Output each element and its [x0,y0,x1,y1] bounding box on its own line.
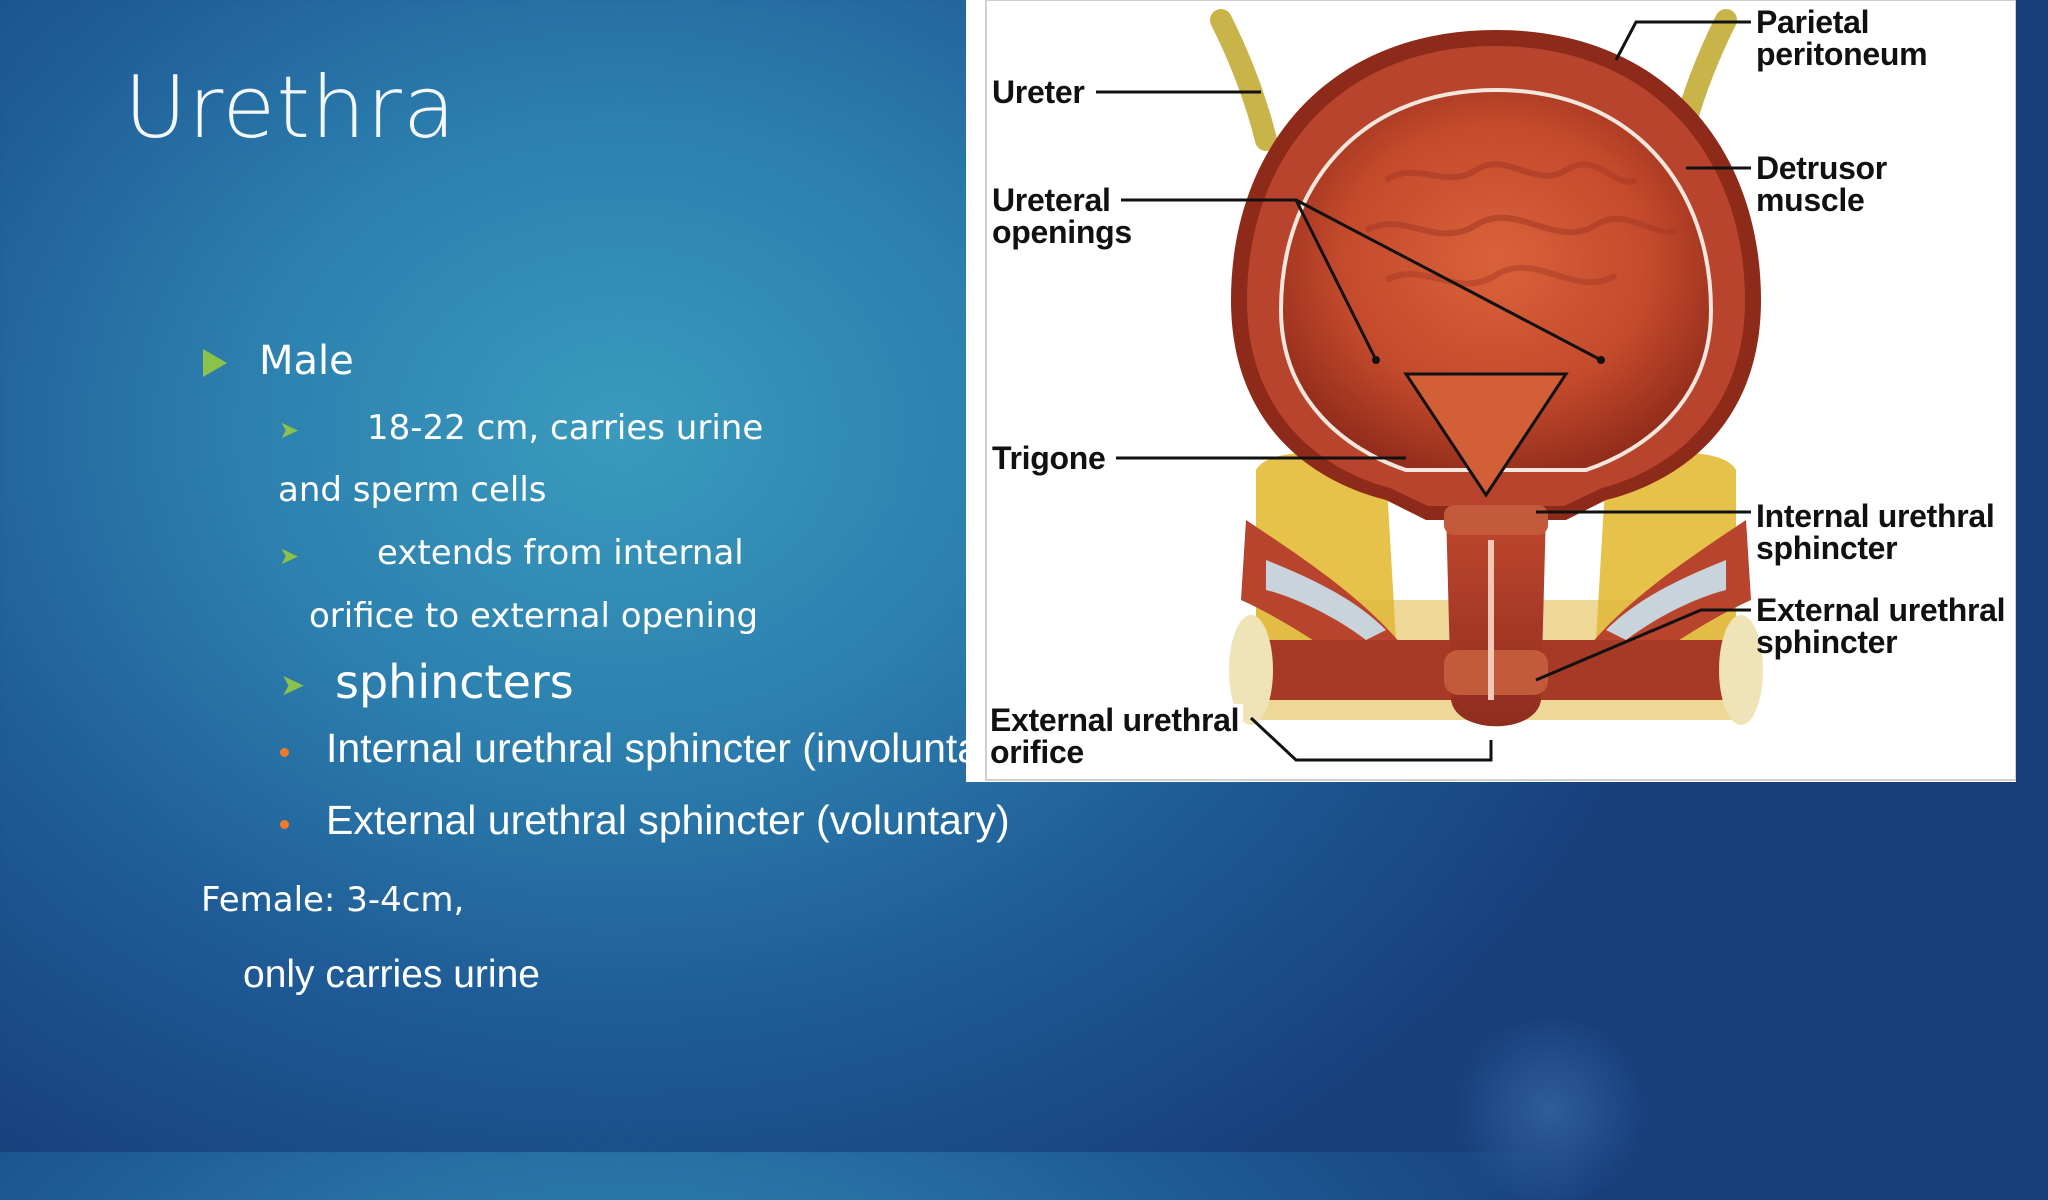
female-carries: only carries urine [243,953,540,996]
label-internal-sphincter-2: sphincter [1756,530,1898,566]
label-detrusor-muscle: Detrusor [1756,150,1887,186]
chevron-bullet-icon: ➤ [280,668,306,703]
label-trigone: Trigone [992,440,1106,476]
slide-title: Urethra [124,58,457,158]
male-heading: Male [259,338,354,384]
label-external-orifice-2: orifice [990,736,1090,768]
bullet-length-cont: and sperm cells [278,470,547,510]
bullet-extends-cont: orifice to external opening [309,596,759,636]
arrow-bullet-icon [203,349,227,377]
sphincter-internal: Internal urethral sphincter (involunta [326,725,981,771]
dot-bullet-icon [280,748,289,757]
label-parietal-peritoneum-2: peritoneum [1756,36,1928,72]
label-ureteral-openings-2: openings [992,214,1132,250]
female-length: Female: 3-4cm, [201,880,465,920]
label-ureter: Ureter [992,74,1085,110]
label-external-sphincter-2: sphincter [1756,624,1898,660]
label-internal-sphincter: Internal urethral [1756,498,1995,534]
bullet-sphincters: sphincters [335,655,574,709]
label-external-orifice: External urethral [990,704,1244,736]
label-parietal-peritoneum: Parietal [1756,4,1870,40]
chevron-bullet-icon: ➤ [279,416,300,444]
sphincter-external: External urethral sphincter (voluntary) [326,797,1010,843]
label-external-sphincter: External urethral [1756,592,2006,628]
background-glow [1440,1020,1660,1200]
dot-bullet-icon [280,820,289,829]
bladder-illustration [985,0,2016,781]
label-detrusor-muscle-2: muscle [1756,182,1865,218]
bladder-diagram: Ureter Ureteral openings Trigone Parieta… [966,0,2016,782]
bullet-length: 18-22 cm, carries urine [367,408,764,448]
label-ureteral-openings: Ureteral [992,182,1111,218]
chevron-bullet-icon: ➤ [279,542,300,570]
bullet-extends: extends from internal [377,533,744,573]
